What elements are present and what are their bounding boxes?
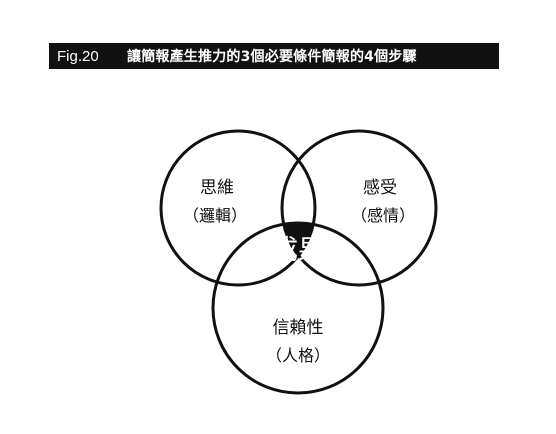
- figure-header: Fig.20 讓簡報產生推力的3個必要條件簡報的4個步驟: [49, 43, 499, 69]
- right-circle: [280, 129, 438, 287]
- bottom-circle-label: 信賴性: [273, 318, 324, 338]
- figure-number: Fig.20: [57, 47, 99, 65]
- right-circle-sublabel: （感情）: [351, 206, 415, 225]
- left-circle: [159, 129, 317, 287]
- left-circle-label: 思維: [200, 178, 234, 198]
- center-result-label: 成果: [271, 235, 325, 266]
- bottom-circle: [211, 221, 385, 395]
- right-circle-label: 感受: [363, 178, 397, 198]
- left-circle-sublabel: （邏輯）: [183, 206, 247, 225]
- bottom-circle-sublabel: （人格）: [266, 346, 330, 365]
- figure-title: 讓簡報產生推力的3個必要條件簡報的4個步驟: [127, 49, 417, 65]
